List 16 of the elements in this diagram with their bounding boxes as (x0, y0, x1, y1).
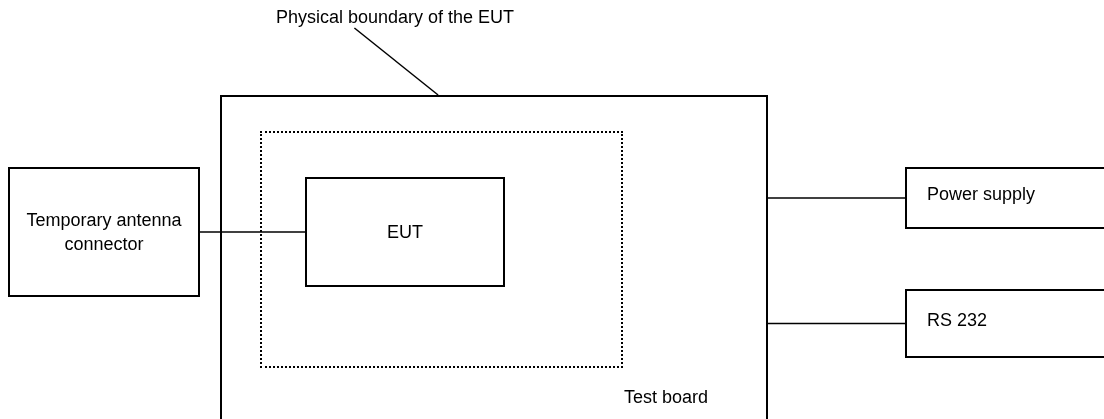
node-text: Test board (623, 386, 708, 409)
eut-box (305, 177, 505, 287)
node-text: Power supply (927, 183, 1036, 206)
test-board-box (220, 95, 768, 419)
antenna-connector-box (8, 167, 200, 297)
rs232-box (905, 289, 1104, 358)
connector-line (767, 322, 906, 325)
node-text: RS 232 (927, 308, 988, 332)
node-text: Temporary antenna connector (25, 209, 183, 256)
dotted-boundary-box (260, 131, 623, 368)
leader-line (353, 27, 439, 96)
node-text: EUT (387, 221, 423, 244)
power-supply-box (905, 167, 1104, 229)
connector-line (767, 197, 906, 199)
node-text: Physical boundary of the EUT (275, 6, 515, 29)
connector-line (199, 231, 306, 233)
